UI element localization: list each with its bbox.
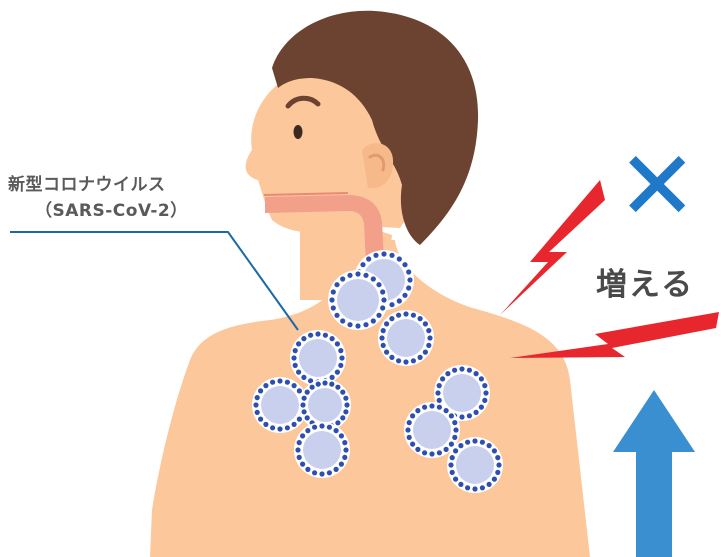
increase-label: 増える [596, 259, 694, 304]
eye [294, 125, 303, 139]
lightning-bolt-icon [500, 180, 605, 315]
virus-name-label: 新型コロナウイルス [8, 170, 166, 195]
virus-code-label: （SARS-CoV-2） [35, 196, 188, 221]
coronavirus-particle-icon [290, 330, 346, 386]
coronavirus-particle-icon [447, 437, 503, 493]
coronavirus-particle-icon [404, 402, 460, 458]
coronavirus-particle-icon [294, 422, 350, 478]
up-arrow-icon [613, 390, 695, 557]
leader-line [10, 232, 298, 330]
coronavirus-particle-icon [328, 270, 388, 330]
coronavirus-particle-icon [378, 310, 434, 366]
cross-mark-icon: ✕ [617, 138, 697, 234]
